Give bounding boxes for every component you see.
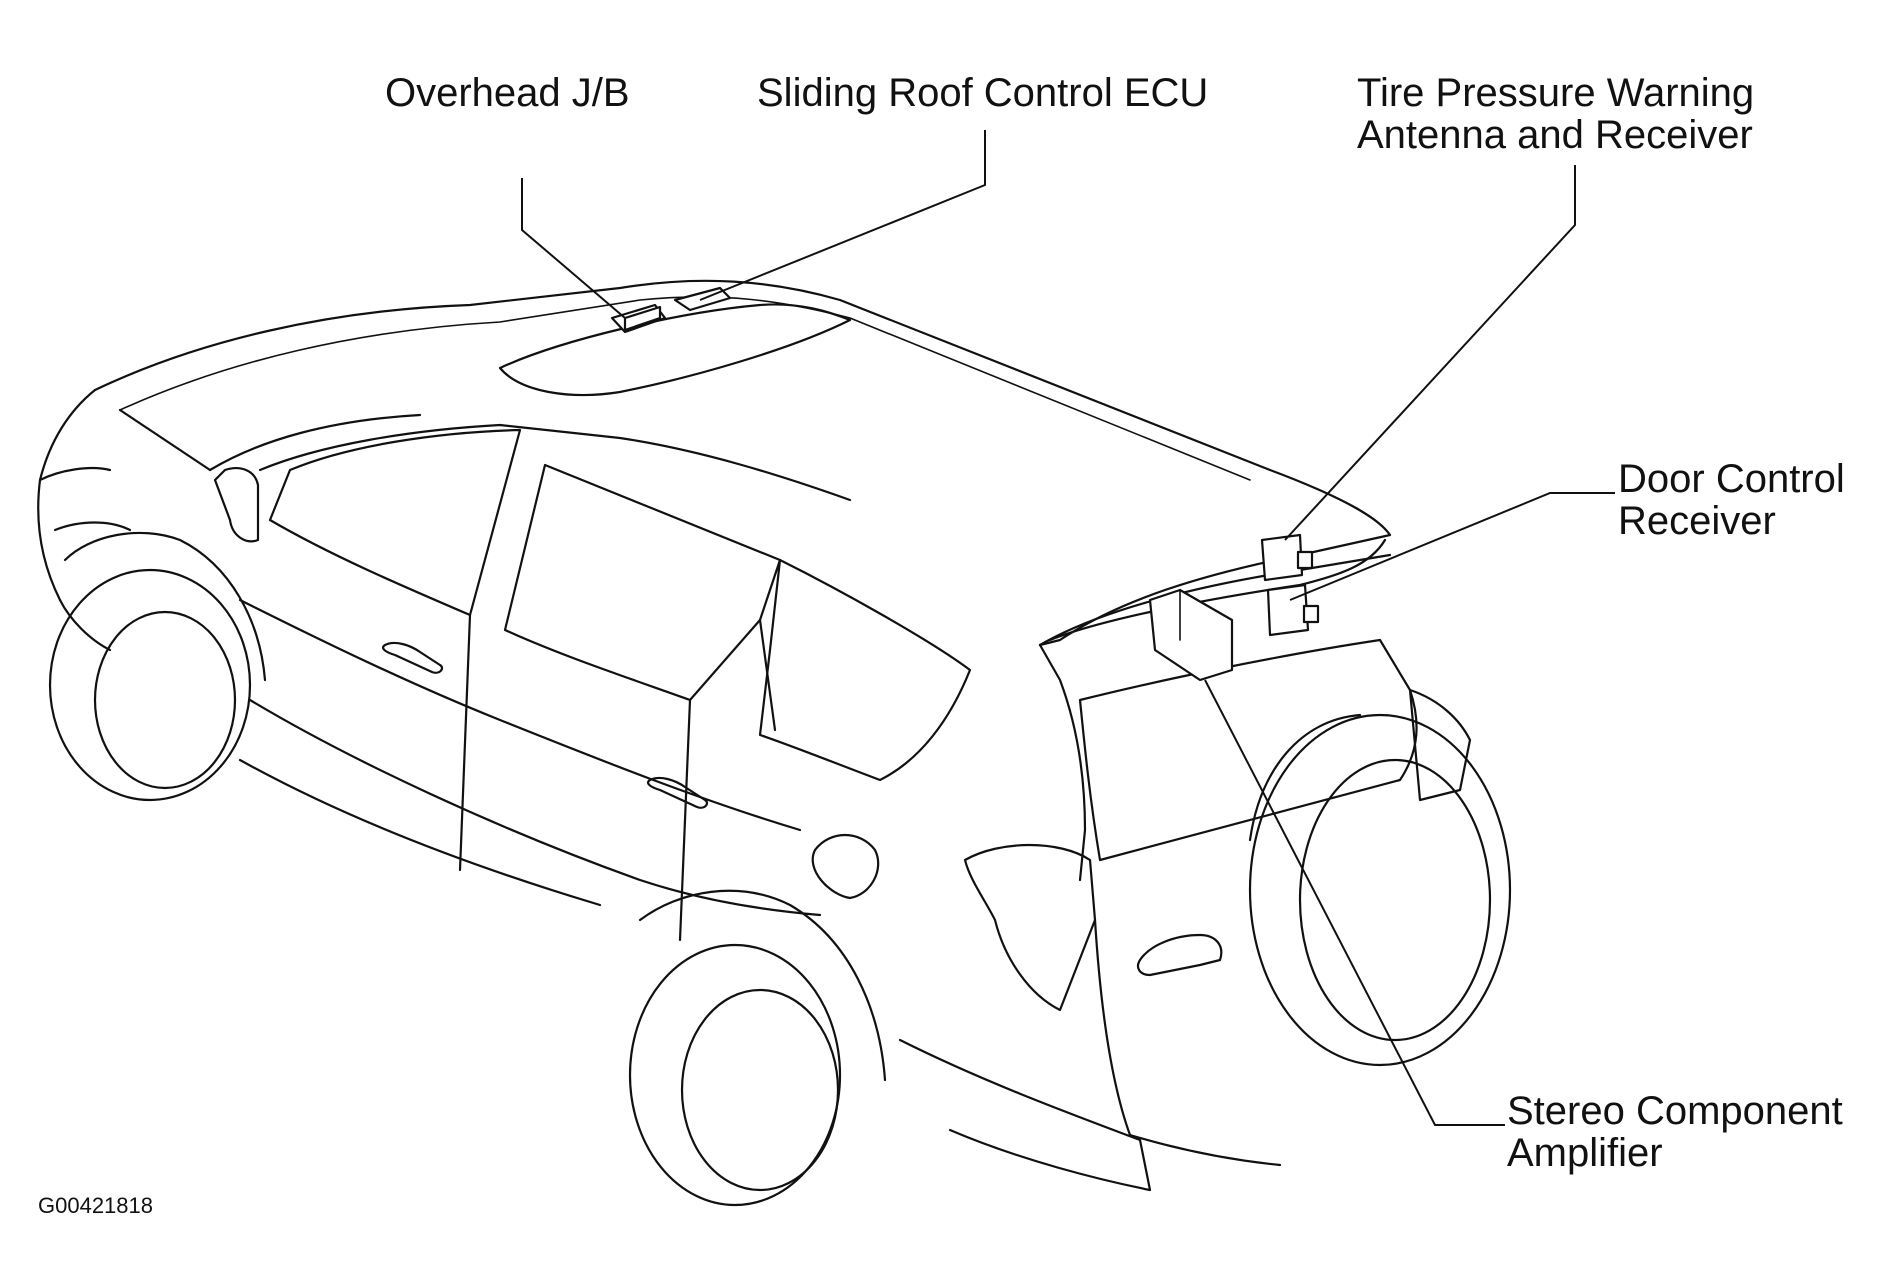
front-wheel [48,531,267,802]
vehicle-outline [37,279,1472,1192]
tire-pressure-label: Tire Pressure Warning Antenna and Receiv… [1357,72,1754,156]
leader-lines [521,130,1615,1126]
rear-wheel [628,889,887,1207]
tire-pressure-label-line2: Antenna and Receiver [1357,113,1753,157]
sliding-roof-ecu-label: Sliding Roof Control ECU [757,71,1209,115]
stereo-amplifier-component [1148,588,1234,682]
tire-pressure-label-line1: Tire Pressure Warning [1357,71,1755,115]
stereo-amp-label: Stereo Component Amplifier [1507,1090,1843,1174]
tire-pressure-receiver-component [1260,533,1314,582]
stereo-amp-label-line1: Stereo Component [1507,1089,1843,1133]
figure-code: G00421818 [38,1193,153,1218]
door-control-label: Door Control Receiver [1618,458,1845,542]
stereo-amp-label-line2: Amplifier [1507,1131,1663,1175]
door-control-label-line2: Receiver [1618,499,1776,543]
spare-tire [1248,713,1512,1067]
overhead-jb-component [610,303,667,334]
overhead-jb-label: Overhead J/B [385,71,630,115]
door-control-label-line1: Door Control [1618,457,1845,501]
